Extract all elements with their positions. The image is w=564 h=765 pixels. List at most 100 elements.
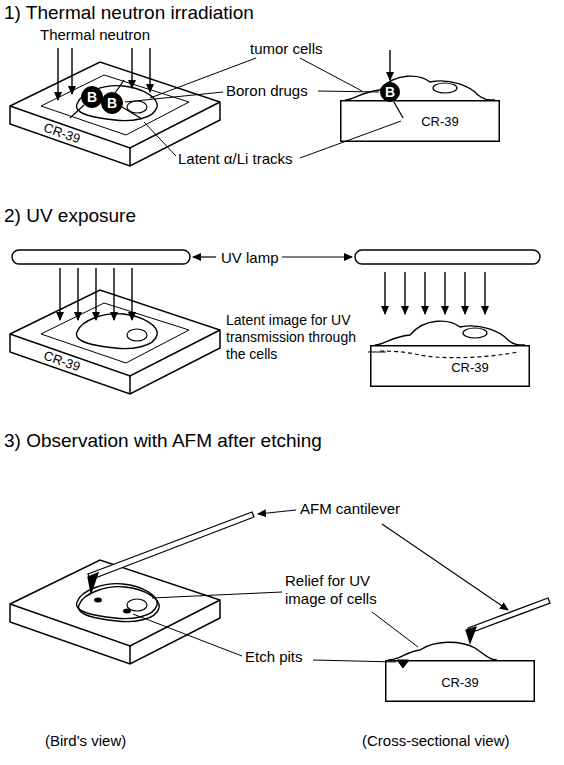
etch-pit <box>94 598 131 614</box>
uv-arrow <box>384 272 385 314</box>
afm-cantilever <box>468 598 550 633</box>
latent-track <box>122 107 142 119</box>
uv-arrow <box>95 268 96 320</box>
leader-line <box>152 592 282 598</box>
leader-line <box>300 121 401 158</box>
boron-symbol: B <box>87 90 97 104</box>
callout-label: tumor cells <box>250 40 323 58</box>
callout-label: Latent image for UV transmission through… <box>226 312 366 362</box>
cr39-plate: CR-39 <box>8 288 222 396</box>
latent-track <box>394 102 403 118</box>
plate-outline <box>8 288 222 396</box>
plate-outline <box>341 101 500 142</box>
etch-pit <box>94 598 102 603</box>
panel-title: 2) UV exposure <box>4 205 136 228</box>
boron-symbol: B <box>107 96 117 110</box>
panel-title: 1) Thermal neutron irradiation <box>4 2 254 25</box>
afm-cantilever <box>88 573 98 593</box>
boron-symbol: B <box>385 85 395 99</box>
leader-arrow <box>282 256 352 257</box>
callout-label: Etch pits <box>245 648 303 666</box>
neutron-arrow <box>58 48 390 100</box>
latent-track <box>70 80 142 119</box>
latent-track <box>115 80 124 93</box>
plate-outline <box>386 661 535 702</box>
afm-cantilever <box>88 512 254 580</box>
cr39-plate <box>10 560 220 664</box>
tumor-cell <box>463 328 487 338</box>
tumor-cell <box>433 83 457 93</box>
plate-label: CR-39 <box>421 115 459 128</box>
plate-edge <box>129 148 131 166</box>
neutron-arrow <box>71 48 72 94</box>
uv-arrow <box>484 272 485 314</box>
neutron-arrow <box>389 50 390 80</box>
leader-line <box>125 58 401 158</box>
boron-circle <box>102 93 123 114</box>
cell-relief <box>77 584 160 622</box>
plate-label: CR-39 <box>451 361 489 374</box>
afm-cantilever <box>466 627 476 643</box>
callout-label: AFM cantilever <box>300 500 400 518</box>
plate-outline <box>370 345 530 387</box>
callout-label: (Cross-sectional view) <box>362 732 510 750</box>
plate-edge <box>129 376 131 394</box>
leader-arrow <box>382 524 508 610</box>
uv-arrow <box>77 268 78 320</box>
latent-track <box>394 102 403 118</box>
tumor-cell <box>127 329 147 341</box>
plate-outline <box>371 346 530 387</box>
leader-line <box>313 660 396 662</box>
uv-arrow <box>444 272 445 314</box>
cr39-plate <box>10 560 220 664</box>
panel-title: 3) Observation with AFM after etching <box>4 430 322 453</box>
callout-label: Boron drugs <box>226 82 308 100</box>
tumor-cell <box>375 321 525 345</box>
cell-relief <box>388 642 497 660</box>
plate-edge <box>10 330 220 376</box>
uv-arrow <box>404 272 405 314</box>
plate-label: CR-39 <box>441 676 479 689</box>
uv-arrow <box>424 272 425 314</box>
latent-track <box>70 105 84 118</box>
leader-arrow <box>258 510 508 610</box>
uv-lamp <box>355 250 540 264</box>
tumor-cell <box>375 321 525 345</box>
leader-line <box>372 612 418 647</box>
tumor-cell <box>77 314 158 349</box>
cr39-plate <box>10 600 220 646</box>
callout-label: Latent α/Li tracks <box>178 150 293 168</box>
boron-circle <box>381 83 400 102</box>
boron-drug: B <box>81 86 103 108</box>
boron-circle <box>82 87 103 108</box>
tumor-cell <box>345 76 495 100</box>
boron-drug: B <box>380 82 400 102</box>
latent-image <box>380 351 518 358</box>
cr39-plate: CR-39 <box>370 345 530 387</box>
tumor-cell <box>77 314 158 349</box>
leader-arrow <box>258 510 296 514</box>
cell-relief <box>127 599 147 611</box>
neutron-arrow <box>131 48 132 88</box>
plate-outline <box>340 100 500 142</box>
cell-relief <box>388 642 497 660</box>
cr39-plate <box>129 646 131 664</box>
latent-image <box>380 351 518 358</box>
callout-label: (Bird's view) <box>45 732 126 750</box>
cr39-plate: CR-39 <box>385 660 535 702</box>
leader-line <box>318 91 379 92</box>
neutron-arrow <box>57 48 58 100</box>
leader-line <box>300 58 362 91</box>
cr39-plate: CR-39 <box>340 100 500 142</box>
neutron-arrow <box>149 48 150 92</box>
etch-pit <box>123 609 131 614</box>
uv-arrow <box>464 272 465 314</box>
callout-label: Relief for UV image of cells <box>285 572 397 608</box>
leader-line <box>133 614 242 656</box>
plate-outline <box>10 290 220 394</box>
leader-arrow <box>193 256 216 257</box>
boron-drug: B <box>101 92 123 114</box>
callout-label: UV lamp <box>221 249 279 267</box>
leader-line <box>125 92 223 102</box>
